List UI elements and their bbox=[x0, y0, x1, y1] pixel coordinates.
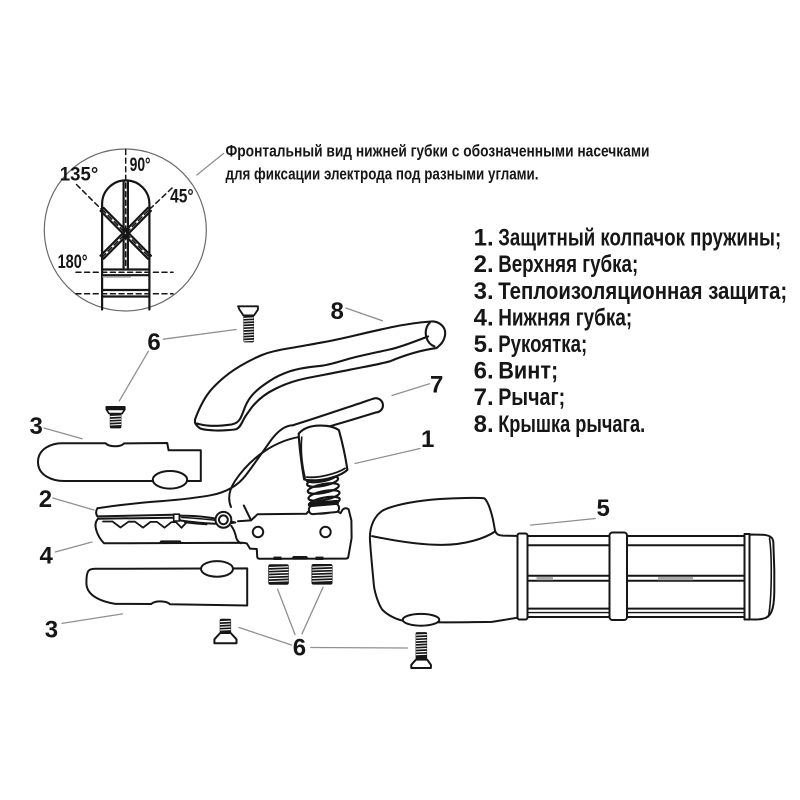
svg-text:135°: 135° bbox=[60, 165, 99, 186]
svg-text:Верхняя губка;: Верхняя губка; bbox=[498, 251, 638, 278]
svg-text:5: 5 bbox=[597, 495, 610, 522]
svg-text:7: 7 bbox=[430, 372, 443, 399]
svg-text:Фронтальный вид нижней губки с: Фронтальный вид нижней губки с обозначен… bbox=[226, 142, 650, 161]
svg-text:2.: 2. bbox=[474, 251, 494, 278]
svg-text:Крышка рычага.: Крышка рычага. bbox=[498, 411, 645, 438]
svg-text:3: 3 bbox=[45, 617, 58, 644]
svg-text:8: 8 bbox=[331, 298, 344, 325]
svg-text:для фиксации электрода под раз: для фиксации электрода под разными углам… bbox=[226, 165, 539, 184]
svg-text:6: 6 bbox=[147, 329, 160, 356]
svg-text:Защитный колпачок пружины;: Защитный колпачок пружины; bbox=[498, 225, 781, 252]
svg-text:4.: 4. bbox=[474, 304, 494, 331]
svg-text:Теплоизоляционная защита;: Теплоизоляционная защита; bbox=[498, 278, 787, 305]
svg-text:6: 6 bbox=[293, 635, 306, 662]
svg-text:3.: 3. bbox=[474, 278, 494, 305]
svg-text:Рукоятка;: Рукоятка; bbox=[498, 331, 587, 358]
svg-text:Нижняя губка;: Нижняя губка; bbox=[498, 304, 632, 331]
svg-text:180°: 180° bbox=[58, 252, 88, 273]
svg-text:1.: 1. bbox=[474, 225, 494, 252]
svg-text:7.: 7. bbox=[474, 384, 494, 411]
svg-text:45°: 45° bbox=[170, 187, 194, 208]
svg-text:1: 1 bbox=[421, 426, 434, 453]
svg-text:4: 4 bbox=[40, 543, 54, 570]
svg-text:90°: 90° bbox=[130, 155, 151, 176]
svg-text:6.: 6. bbox=[474, 358, 494, 385]
svg-text:Рычаг;: Рычаг; bbox=[498, 384, 565, 411]
svg-text:3: 3 bbox=[30, 413, 43, 440]
svg-text:5.: 5. bbox=[474, 331, 494, 358]
svg-text:Винт;: Винт; bbox=[498, 358, 558, 385]
svg-text:2: 2 bbox=[39, 486, 52, 513]
svg-text:8.: 8. bbox=[474, 411, 494, 438]
